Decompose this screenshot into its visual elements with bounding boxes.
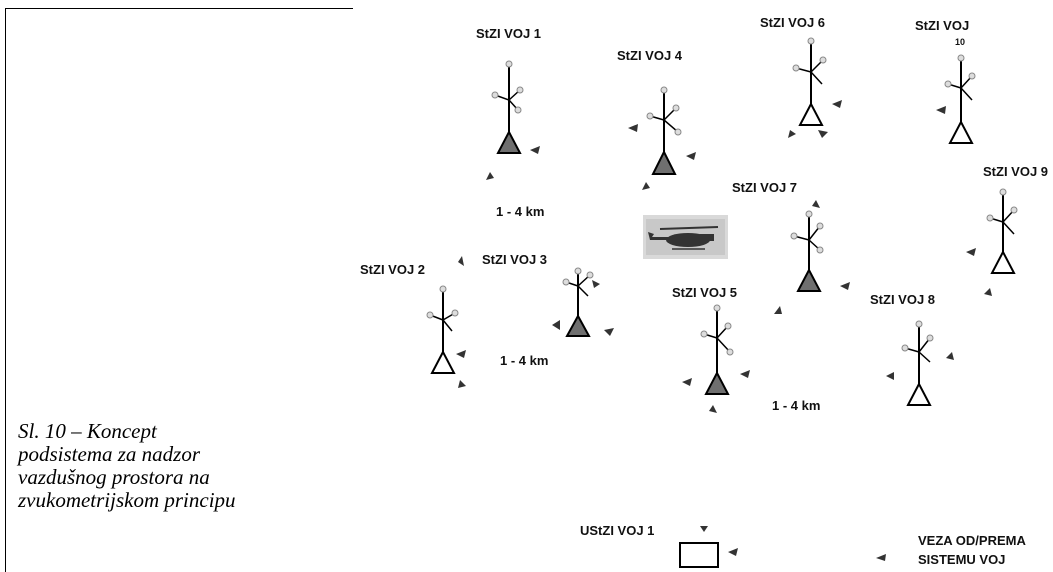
station-label-voj2: StZI VOJ 2 [360,262,425,277]
station-label-voj8: StZI VOJ 8 [870,292,935,307]
station-voj1 [486,60,540,180]
link-label-line2: SISTEMU VOJ [918,552,1005,567]
station-voj9 [966,188,1018,296]
center-station-label: UStZI VOJ 1 [580,523,654,538]
station-label-voj10: StZI VOJ [915,18,969,33]
station-label-voj5: StZI VOJ 5 [672,285,737,300]
distance-label-3: 1 - 4 km [772,398,820,413]
frame-top-border [5,8,353,9]
frame-left-border [5,8,6,572]
station-voj4 [628,86,696,190]
station-voj10 [936,54,976,144]
station-label-voj10-number: 10 [955,37,965,47]
link-arrow [876,554,886,561]
station-voj3 [552,267,614,337]
distance-label-1: 1 - 4 km [496,204,544,219]
station-label-voj6: StZI VOJ 6 [760,15,825,30]
station-label-voj1: StZI VOJ 1 [476,26,541,41]
station-label-voj3: StZI VOJ 3 [482,252,547,267]
helicopter-icon [643,215,728,259]
distance-label-2: 1 - 4 km [500,353,548,368]
station-label-voj4: StZI VOJ 4 [617,48,683,63]
station-voj7 [774,200,850,314]
station-voj8 [886,320,954,406]
station-voj6 [788,37,842,138]
center-arrow-top [700,526,708,532]
figure-caption: Sl. 10 – Koncept podsistema za nadzor va… [18,419,236,512]
center-arrow [728,548,738,556]
link-label-line1: VEZA OD/PREMA [918,533,1026,548]
station-voj5 [682,304,750,413]
station-label-voj7: StZI VOJ 7 [732,180,797,195]
center-station-box [679,542,719,568]
station-label-voj9: StZI VOJ 9 [983,164,1048,179]
station-voj2 [426,256,466,388]
